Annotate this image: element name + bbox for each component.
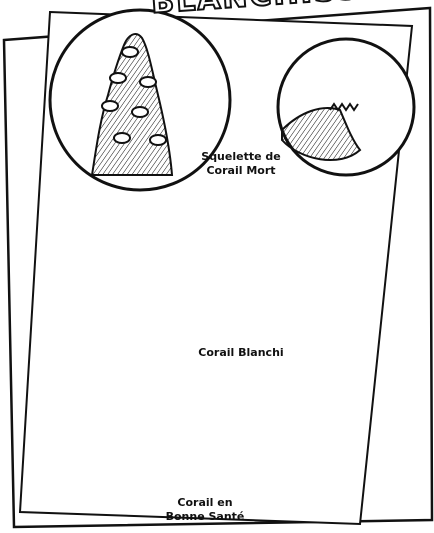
label-dead-skeleton: Squelette de Corail Mort bbox=[196, 150, 286, 178]
label-healthy-line2: Bonne Santé bbox=[160, 510, 250, 524]
label-dead-line1: Squelette de bbox=[196, 150, 286, 164]
label-healthy-line1: Corail en bbox=[160, 496, 250, 510]
label-bleached: Corail Blanchi bbox=[186, 346, 296, 360]
label-bleached-line1: Corail Blanchi bbox=[186, 346, 296, 360]
label-healthy: Corail en Bonne Santé bbox=[160, 496, 250, 524]
label-dead-line2: Corail Mort bbox=[196, 164, 286, 178]
